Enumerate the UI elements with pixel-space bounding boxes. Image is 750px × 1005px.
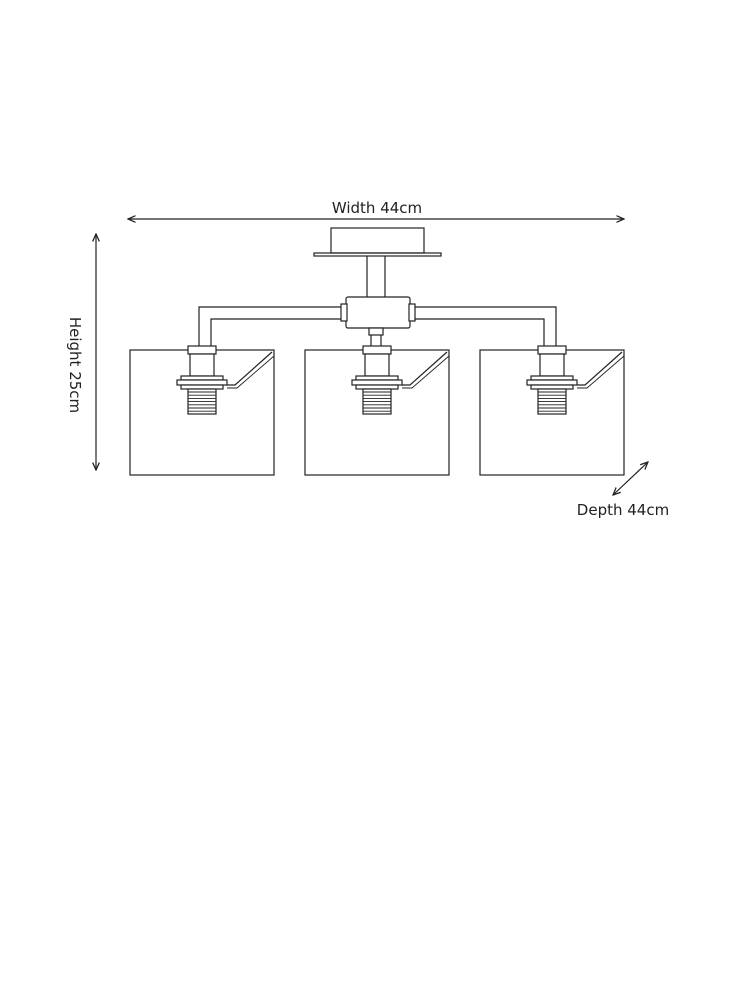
shade-assembly-2: [304, 345, 450, 476]
depth-arrow: [613, 462, 648, 495]
lampholder-ring: [176, 379, 228, 386]
ceiling-rose-base: [313, 252, 442, 257]
shade-bracket-inner: [227, 355, 275, 389]
lampholder-collar-bottom: [355, 384, 399, 390]
ceiling-mount: [313, 227, 442, 297]
shade-bracket: [577, 351, 623, 386]
shade-assembly-1: [129, 345, 275, 476]
lampholder-collar-top: [355, 375, 399, 381]
height-dimension: Height 25cm: [66, 234, 96, 470]
width-label: Width 44cm: [332, 199, 422, 217]
lampholder-ring: [526, 379, 578, 386]
lampholder-collar-top: [180, 375, 224, 381]
lampholder-collar-bottom: [180, 384, 224, 390]
shade-bracket: [402, 351, 448, 386]
lampholder-ring: [351, 379, 403, 386]
lampholder-cap: [362, 345, 392, 355]
shade-bracket: [227, 351, 273, 386]
lampholder-body: [539, 353, 565, 377]
depth-dimension: Depth 44cm: [577, 462, 669, 519]
lampholder-collar-bottom: [530, 384, 574, 390]
fixture-arms: [198, 306, 557, 346]
depth-label: Depth 44cm: [577, 501, 669, 519]
shade-assembly-3: [479, 345, 625, 476]
lamp-shades: [129, 345, 625, 476]
shade-bracket-inner: [577, 355, 625, 389]
shade-bracket-inner: [402, 355, 450, 389]
ceiling-plate: [330, 227, 425, 254]
lampholder-cap: [537, 345, 567, 355]
lampholder-body: [189, 353, 215, 377]
lampholder-body: [364, 353, 390, 377]
width-dimension: Width 44cm: [128, 199, 624, 219]
height-label: Height 25cm: [66, 317, 84, 413]
lampholder-collar-top: [530, 375, 574, 381]
lampholder-cap: [187, 345, 217, 355]
central-hub: [340, 296, 416, 336]
